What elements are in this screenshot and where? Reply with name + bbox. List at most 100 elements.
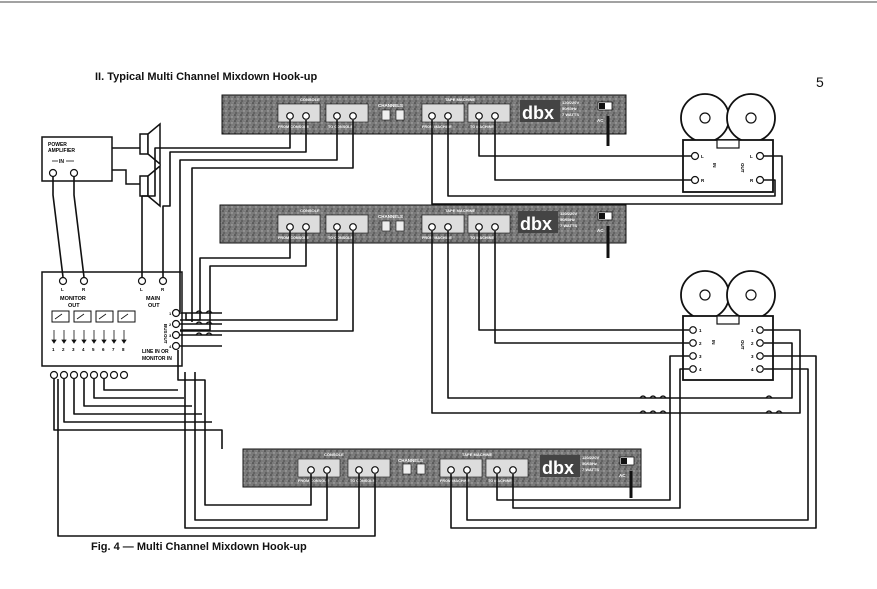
console-input-jack-1 [49, 370, 59, 380]
power-spec: 120/220V [560, 211, 577, 216]
main-out-label: MAIN [146, 296, 160, 302]
console-section-label: CONSOLE [300, 97, 320, 102]
power-amp-title-2: AMPLIFIER [48, 148, 75, 154]
to-console-label: TO CONSOLE [328, 125, 354, 129]
input-number-label: 5 [92, 347, 95, 352]
from-machine-label: FROM MACHINE [440, 479, 470, 483]
channels-label: CHANNELS [378, 214, 403, 219]
bus-out-jack-2 [171, 319, 181, 329]
bus-label: BUS [163, 324, 168, 334]
tape4-out-jack-3 [756, 352, 764, 360]
main-right-label: R [161, 287, 165, 292]
power-amplifier: POWER AMPLIFIER IN [41, 136, 113, 182]
track-number: 2 [699, 341, 702, 346]
input-number-label: 7 [112, 347, 115, 352]
console-section-label: CONSOLE [324, 452, 344, 457]
power-spec: 7 WATTS [582, 467, 599, 472]
input-number-label: 6 [102, 347, 105, 352]
from-console-label: FROM CONSOLE [298, 479, 329, 483]
tape4-out-label: OUT [740, 340, 745, 350]
ac-label: AC [597, 228, 604, 233]
power-spec: 50/60Hz [582, 461, 597, 466]
input-number-label: 2 [62, 347, 65, 352]
ac-label: AC [597, 118, 604, 123]
channels-label: CHANNELS [398, 458, 423, 463]
bus-number: 2 [169, 322, 172, 327]
bus-number: 4 [169, 344, 172, 349]
power-amp-left-jack [48, 168, 58, 178]
tape4-out-jack-4 [756, 365, 764, 373]
channels-label: CHANNELS [378, 103, 403, 108]
bus-out-jack-4 [171, 341, 181, 351]
monitor-out-left-jack [58, 276, 68, 286]
line-in-label: LINE IN OR [142, 349, 169, 355]
dbx-logo: dbx [542, 458, 574, 478]
tape-in-right-jack [690, 175, 700, 185]
page-heading: II. Typical Multi Channel Mixdown Hook-u… [95, 71, 318, 83]
wiring [52, 120, 817, 537]
to-machine-label: TO MACHINE [488, 479, 512, 483]
power-amp-title-1: POWER [48, 142, 67, 148]
to-machine-label: TO MACHINE [470, 125, 494, 129]
ac-label: AC [619, 473, 626, 478]
input-number-label: 1 [52, 347, 55, 352]
tape-section-label: TAPE MACHINE [445, 97, 475, 102]
monitor-out-label-2: OUT [68, 303, 80, 309]
monitor-out-label: MONITOR [60, 296, 86, 302]
console-input-jack-2 [59, 370, 69, 380]
tape-out-right-jack [755, 175, 765, 185]
main-out-label-2: OUT [148, 303, 160, 309]
bus-out-jack-1 [171, 308, 181, 318]
track-number: 3 [751, 354, 754, 359]
track-number: 1 [699, 328, 702, 333]
from-console-label: FROM CONSOLE [278, 236, 309, 240]
tape-in-right-label: R [701, 178, 705, 183]
track-number: 4 [751, 367, 754, 372]
bus-out-jack-3 [171, 330, 181, 340]
tape4-out-jack-2 [756, 339, 764, 347]
tape-head-icon [716, 315, 740, 325]
track-number: 1 [751, 328, 754, 333]
power-spec: 7 WATTS [562, 112, 579, 117]
vu-meter-icon [117, 310, 136, 323]
vu-meter-icon [51, 310, 70, 323]
power-spec: 120/220V [582, 455, 599, 460]
power-amp-in-label: IN [59, 159, 64, 165]
tape-out-left-label: L [750, 154, 753, 159]
tape4-in-jack-3 [689, 352, 697, 360]
tape-in-label: IN [712, 163, 717, 168]
power-spec: 120/220V [562, 100, 579, 105]
tape-out-right-label: R [750, 178, 754, 183]
dbx-unit-1: CHANNELS CONSOLE TAPE MACHINE FROM CONSO… [221, 94, 627, 146]
power-spec: 50/60Hz [560, 217, 575, 222]
tape4-in-jack-1 [689, 326, 697, 334]
power-amp-right-jack [69, 168, 79, 178]
power-spec: 7 WATTS [560, 223, 577, 228]
from-machine-label: FROM MACHINE [422, 125, 452, 129]
monitor-left-label: L [61, 287, 64, 292]
input-number-label: 4 [82, 347, 85, 352]
tape4-in-jack-4 [689, 365, 697, 373]
line-in-label-2: MONITOR IN [142, 356, 172, 362]
wire-crossings [195, 310, 783, 414]
tape-out-label: OUT [740, 163, 745, 173]
to-machine-label: TO MACHINE [470, 236, 494, 240]
to-console-label: TO CONSOLE [328, 236, 354, 240]
four-track-tape-machine: 1 2 3 4 1 2 3 4 IN OUT [680, 270, 776, 381]
speaker-top [139, 122, 161, 166]
track-number: 4 [699, 367, 702, 372]
dbx-unit-3: CHANNELS CONSOLE TAPE MACHINE FROM CONSO… [242, 448, 642, 498]
track-number: 2 [751, 341, 754, 346]
console-input-jack-5 [89, 370, 99, 380]
figure-caption: Fig. 4 — Multi Channel Mixdown Hook-up [91, 541, 307, 553]
main-out-left-jack [137, 276, 147, 286]
dbx-logo: dbx [520, 214, 552, 234]
console-input-jack-8 [119, 370, 129, 380]
to-console-label: TO CONSOLE [350, 479, 376, 483]
tape-in-left-label: L [701, 154, 704, 159]
vu-meter-icon [73, 310, 92, 323]
tape-head-icon [716, 139, 740, 149]
mixing-console: L R MONITOR OUT L R MAIN OUT 1 2 3 [41, 271, 183, 380]
vu-meter-icon [95, 310, 114, 323]
